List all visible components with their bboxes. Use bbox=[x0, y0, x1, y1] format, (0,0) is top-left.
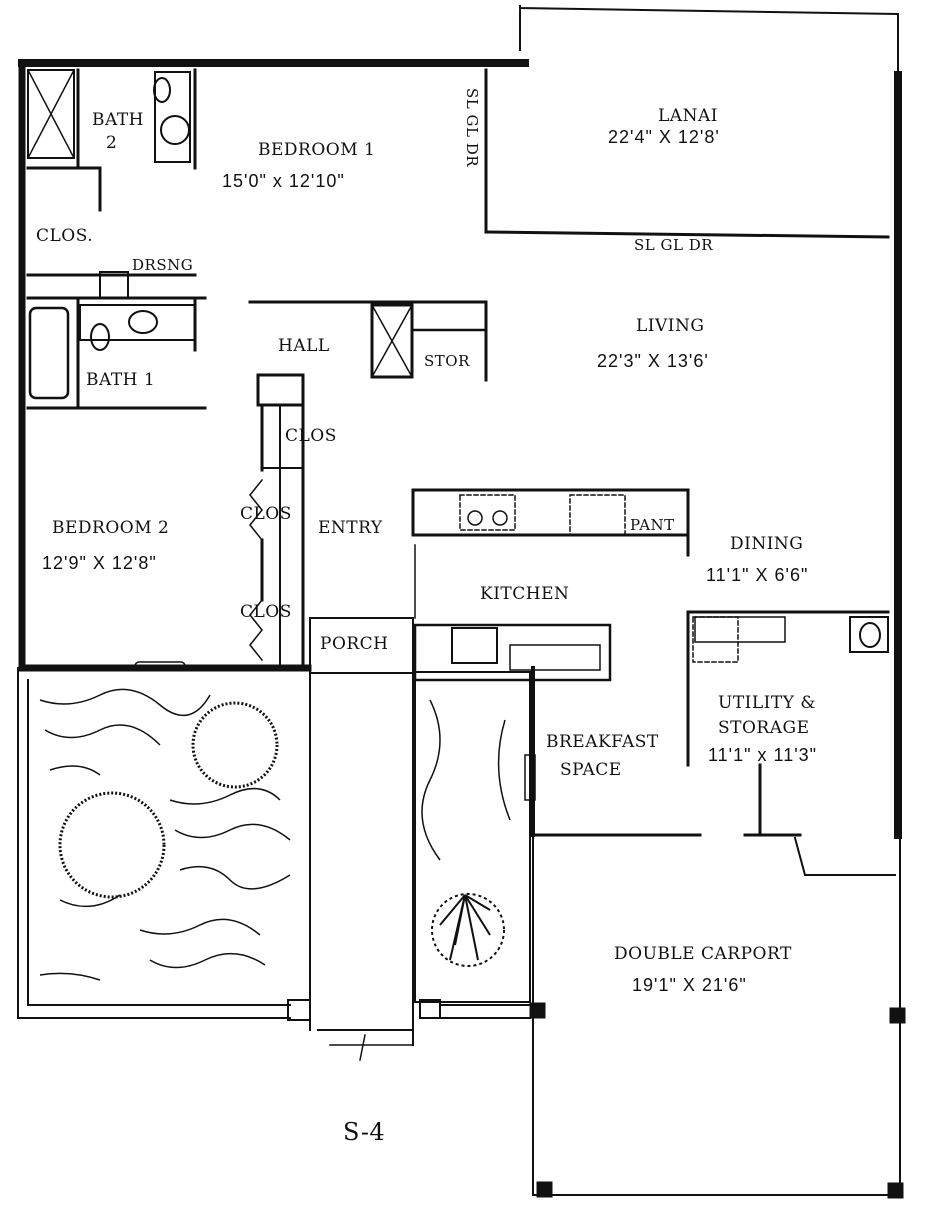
bedroom1-label: BEDROOM 1 bbox=[258, 140, 376, 160]
tree-small bbox=[191, 701, 279, 789]
bedroom1-dims: 15'0" x 12'10" bbox=[222, 171, 345, 191]
bedroom2-label: BEDROOM 2 bbox=[52, 518, 170, 538]
carport-outline bbox=[532, 834, 901, 1196]
living-dims: 22'3" X 13'6' bbox=[597, 351, 709, 371]
living-label: LIVING bbox=[636, 316, 705, 336]
porch-label: PORCH bbox=[320, 634, 389, 654]
dining-dims: 11'1" X 6'6" bbox=[706, 565, 809, 585]
shrub bbox=[431, 893, 505, 967]
sl-gl-dr-horizontal-label: SL GL DR bbox=[634, 236, 714, 254]
foliage bbox=[39, 688, 511, 981]
lanai-label: LANAI bbox=[658, 106, 718, 126]
clos3-label: CLOS bbox=[240, 602, 292, 622]
sl-gl-dr-vertical-label: SL GL DR bbox=[463, 88, 481, 168]
plan-code: S-4 bbox=[343, 1118, 386, 1146]
garden-left-outline bbox=[17, 667, 291, 1019]
utility-label: UTILITY & bbox=[718, 693, 816, 713]
kitchen-label: KITCHEN bbox=[480, 584, 570, 604]
bath2-number: 2 bbox=[106, 133, 118, 153]
bath1-label: BATH 1 bbox=[86, 370, 156, 390]
clos-top-label: CLOS. bbox=[36, 226, 94, 246]
sl-gl-dr-wall bbox=[484, 230, 890, 239]
lanai-outline bbox=[518, 5, 899, 76]
tree-large bbox=[58, 791, 166, 899]
entry-label: ENTRY bbox=[318, 518, 383, 538]
drsng-label: DRSNG bbox=[132, 256, 194, 274]
breakfast-label: BREAKFAST bbox=[546, 732, 659, 752]
breakfast-label-2: SPACE bbox=[560, 760, 622, 780]
clos2-label: CLOS bbox=[240, 504, 292, 524]
bath2-label: BATH bbox=[92, 110, 145, 130]
carport-dims: 19'1" X 21'6" bbox=[632, 975, 747, 995]
lanai-dims: 22'4" X 12'8' bbox=[608, 127, 720, 147]
stor-label: STOR bbox=[424, 352, 470, 370]
bedroom2-dims: 12'9" X 12'8" bbox=[42, 553, 157, 573]
carport-label: DOUBLE CARPORT bbox=[614, 944, 792, 964]
pant-label: PANT bbox=[630, 516, 675, 534]
utility-label-2: STORAGE bbox=[718, 718, 810, 738]
hall-label: HALL bbox=[278, 336, 330, 356]
clos1-label: CLOS bbox=[285, 426, 337, 446]
utility-dims: 11'1" x 11'3" bbox=[708, 745, 818, 765]
dining-label: DINING bbox=[730, 534, 804, 554]
